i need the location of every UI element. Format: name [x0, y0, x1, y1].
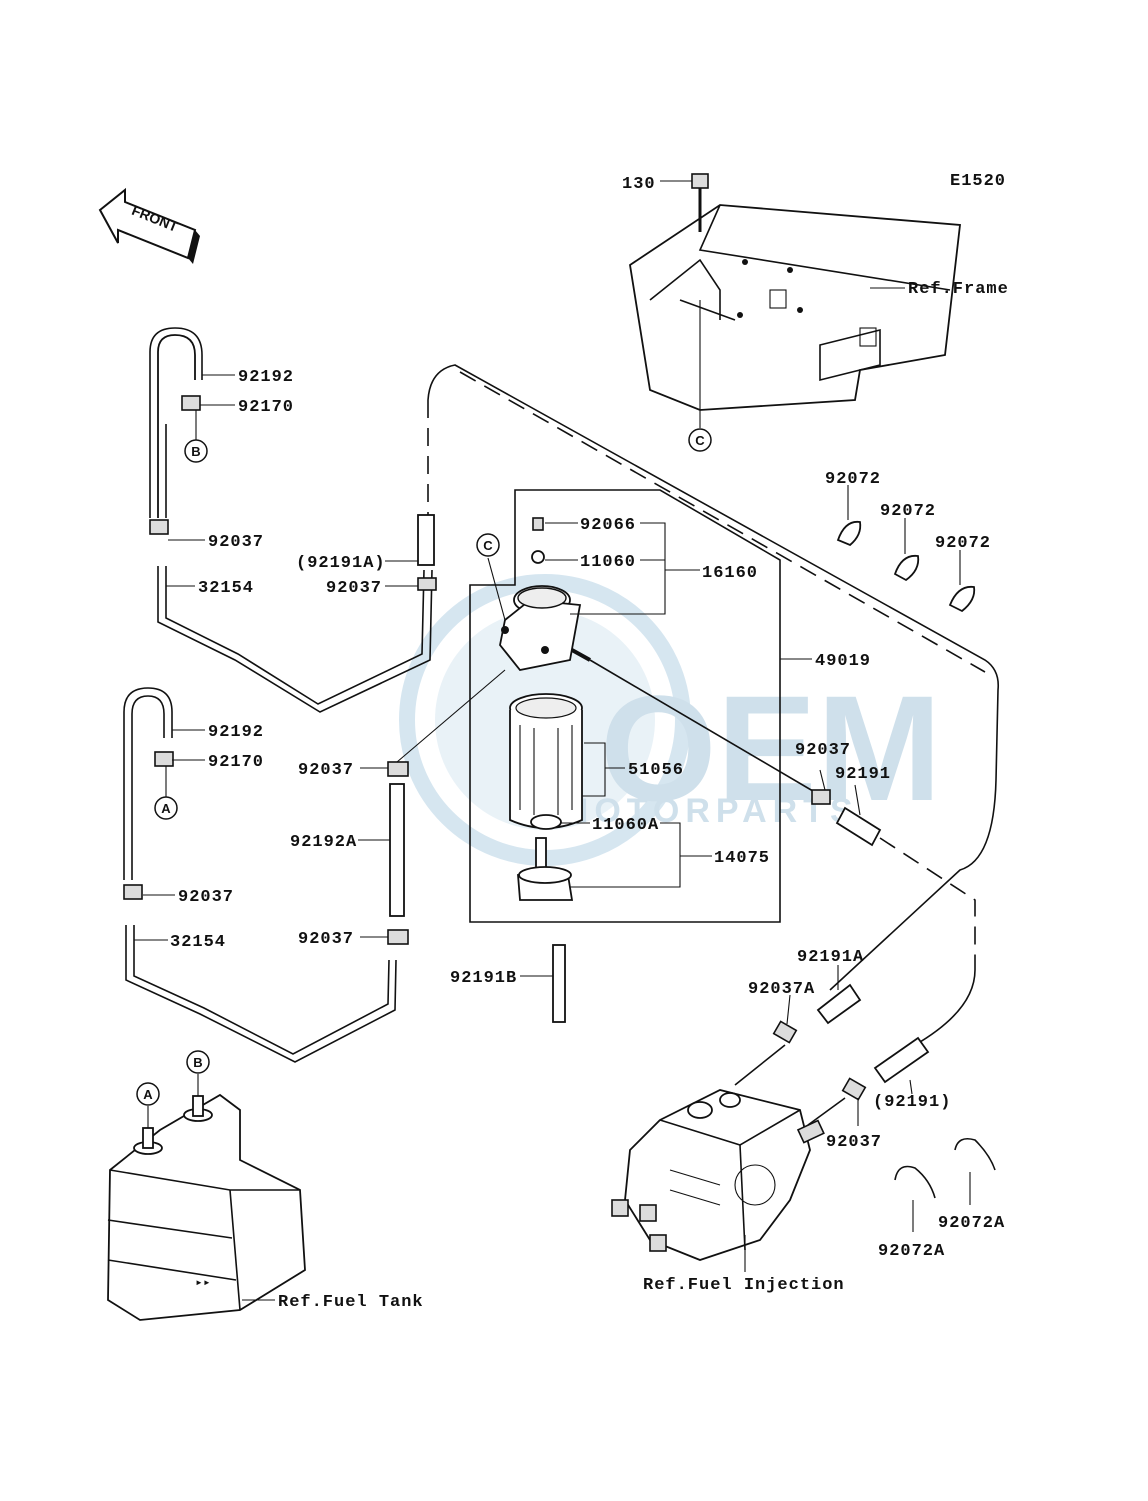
clamp-92072a-set: [894, 1137, 996, 1199]
part-92072-3-label: 92072: [935, 534, 991, 553]
callout-a-hose-text: A: [161, 801, 171, 816]
frame-drawing: [629, 173, 962, 411]
part-92037-mid2-label: 92037: [298, 761, 354, 780]
front-arrow-icon: FRONT: [98, 187, 200, 264]
part-92192-top-label: 92192: [238, 368, 294, 387]
part-92072a-2-label: 92072A: [938, 1214, 1005, 1233]
callout-b-hose-text: B: [191, 444, 200, 459]
part-11060-label: 11060: [580, 553, 636, 572]
callout-c-filter: [476, 533, 500, 557]
part-92072a-1-label: 92072A: [878, 1242, 945, 1261]
ref-frame-label: Ref.Frame: [908, 280, 1009, 299]
left-hose-bottom: [123, 687, 397, 1063]
callout-c-frame: [688, 428, 712, 452]
part-92037-inj-label: 92037: [826, 1133, 882, 1152]
part-92191a-label: 92191A: [797, 948, 864, 967]
part-16160-label: 16160: [702, 564, 758, 583]
part-49019-label: 49019: [815, 652, 871, 671]
part-92037-left1-label: 92037: [208, 533, 264, 552]
part-92037-mid1-label: 92037: [326, 579, 382, 598]
part-92037-left2-label: 92037: [178, 888, 234, 907]
callout-b-tank: [186, 1050, 210, 1074]
part-92037-right-label: 92037: [795, 741, 851, 760]
fuel-filter-head: [499, 517, 591, 671]
fuel-injection-pump-drawing: [611, 1089, 825, 1261]
part-92072-2-label: 92072: [880, 502, 936, 521]
part-11060a-label: 11060A: [592, 816, 659, 835]
part-92072-1-label: 92072: [825, 470, 881, 489]
part-92170-top-label: 92170: [238, 398, 294, 417]
diagram-code: E1520: [950, 172, 1006, 191]
part-92191-label: 92191: [835, 765, 891, 784]
tank-embossing-icon: ►►: [195, 1278, 211, 1287]
part-92037a-label: 92037A: [748, 980, 815, 999]
left-hose-top: [149, 327, 433, 713]
fuel-filter-cartridge: [509, 693, 583, 830]
callout-b-hose: [184, 439, 208, 463]
part-92037-mid3-label: 92037: [298, 930, 354, 949]
part-92170-bot-label: 92170: [208, 753, 264, 772]
part-92066-label: 92066: [580, 516, 636, 535]
callout-a-tank: [136, 1082, 160, 1106]
part-92191-paren-label: (92191): [873, 1093, 951, 1112]
watermark-motorparts: MOTORPARTS: [560, 792, 859, 830]
part-32154-top-label: 32154: [198, 579, 254, 598]
part-92191a-paren-label: (92191A): [296, 554, 386, 573]
part-130-label: 130: [622, 175, 656, 194]
callout-a-hose: [154, 796, 178, 820]
part-92192a-label: 92192A: [290, 833, 357, 852]
callout-c-frame-text: C: [695, 433, 705, 448]
callout-b-tank-text: B: [193, 1055, 202, 1070]
part-92192-bot-label: 92192: [208, 723, 264, 742]
clamp-92072-set: [836, 520, 976, 613]
fuel-tank-drawing: ►►: [107, 1093, 306, 1321]
part-32154-bot-label: 32154: [170, 933, 226, 952]
callout-c-filter-text: C: [483, 538, 493, 553]
ref-fuel-tank-label: Ref.Fuel Tank: [278, 1293, 424, 1312]
ref-fuel-injection-label: Ref.Fuel Injection: [643, 1276, 845, 1295]
part-51056-label: 51056: [628, 761, 684, 780]
part-14075-label: 14075: [714, 849, 770, 868]
watermark: OEM MOTORPARTS: [399, 574, 942, 866]
callout-a-tank-text: A: [143, 1087, 153, 1102]
part-92191b-label: 92191B: [450, 969, 517, 988]
filter-drain-assembly: [517, 837, 574, 901]
watermark-oem: OEM: [600, 664, 942, 832]
